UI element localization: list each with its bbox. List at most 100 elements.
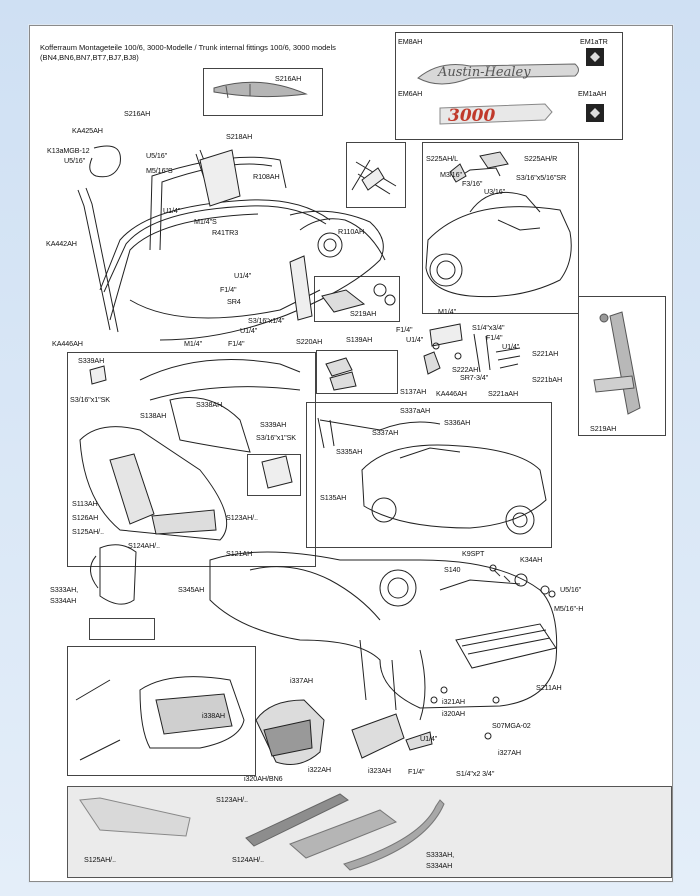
- label-f14-d: F1/4": [486, 333, 503, 342]
- label-s135ah: S135AH: [320, 493, 347, 502]
- s335ah-car-box: [306, 402, 552, 548]
- label-m516h: M5/16"-H: [554, 604, 584, 613]
- label-s345ah: S345AH: [178, 585, 205, 594]
- label-s211ah: S211AH: [536, 683, 562, 692]
- label-em1aah: EM1aAH: [578, 89, 607, 98]
- label-s335ah: S335AH: [336, 447, 363, 456]
- label-i337ah: i337AH: [290, 676, 313, 685]
- label-s216ah: S216AH: [124, 109, 151, 118]
- label-ka446ah-right: KA446AH: [436, 389, 467, 398]
- label-s221bah: S221bAH: [532, 375, 563, 384]
- top-right-car: [425, 151, 572, 298]
- label-i338ah: i338AH: [202, 711, 225, 720]
- label-s07mga02: S07MGA-02: [492, 721, 531, 730]
- label-i320ah: i320AH: [442, 709, 465, 718]
- label-i323ah: i323AH: [368, 766, 391, 775]
- austin-healey-script: Austin-Healey: [437, 65, 531, 80]
- label-s140: S140: [444, 565, 461, 574]
- label-f14-c: F1/4": [396, 325, 413, 334]
- s125ah-photo: [79, 797, 191, 837]
- s335ah-car: [317, 417, 547, 535]
- label-r41tr3: R41TR3: [212, 228, 239, 237]
- label-s124ah-b: S124AH/..: [232, 855, 264, 864]
- label-s113ah: S113AH: [72, 499, 98, 508]
- label-s219ah-b: S219AH: [590, 424, 617, 433]
- label-s123ah-b: S123AH/..: [216, 795, 248, 804]
- label-u14-d: U1/4": [406, 335, 424, 344]
- label-s216ah-top: S216AH: [275, 74, 302, 83]
- label-u14-b: U1/4": [234, 271, 252, 280]
- page-title: Kofferraum Montageteile 100/6, 3000-Mode…: [40, 43, 336, 63]
- label-i320ahbn6: i320AH/BN6: [244, 774, 283, 783]
- label-s121ah: S121AH: [226, 549, 253, 558]
- label-u516-a: U5/16": [64, 156, 86, 165]
- label-m316: M3/16": [440, 170, 462, 179]
- label-s316x516sr: S3/16"x5/16"SR: [516, 173, 567, 182]
- label-s221aah: S221aAH: [488, 389, 519, 398]
- label-s139ah: S139AH: [346, 335, 373, 344]
- label-f14-a: F1/4": [220, 285, 237, 294]
- label-r110ah: R110AH: [338, 227, 365, 236]
- label-ka446ah-left: KA446AH: [52, 339, 83, 348]
- label-s225ahr: S225AH/R: [524, 154, 558, 163]
- label-u316: U3/16": [484, 187, 506, 196]
- s333ah-detail-box: [89, 618, 155, 640]
- label-s337ah: S337AH: [372, 428, 399, 437]
- label-u14-a: U1/4": [163, 206, 181, 215]
- label-s123ah-a: S123AH/..: [226, 513, 258, 522]
- label-k13amgb12: K13aMGB-12: [47, 146, 90, 155]
- ka425ah-cable: [89, 145, 121, 178]
- s124ah-photo: [289, 809, 398, 859]
- trunk-trim-panels: [255, 696, 492, 765]
- s218ah-part: [199, 149, 241, 207]
- s333ah-photo: [343, 799, 445, 871]
- label-m516s: M5/16"S: [146, 166, 173, 175]
- side-curtain-drawing: [79, 357, 357, 605]
- label-s222ah: S222AH: [452, 365, 479, 374]
- label-u14-e: U1/4": [502, 342, 520, 351]
- label-u516-b: U5/16": [146, 151, 168, 160]
- label-u14-c: U1/4": [240, 326, 258, 335]
- s216ah-handle-photo: [213, 81, 308, 99]
- label-s225ahl: S225AH/L: [426, 154, 458, 163]
- model-3000-script: 3000: [448, 106, 495, 126]
- label-s14x34: S1/4"x3/4": [472, 323, 505, 332]
- label-f14-b: F1/4": [228, 339, 245, 348]
- hinge-detail-box: [346, 142, 406, 208]
- em1atr-emblem: [586, 48, 604, 66]
- label-ka425ah: KA425AH: [72, 126, 103, 135]
- label-s333ah-a: S333AH,: [50, 585, 79, 594]
- label-s339ah-a: S339AH: [78, 356, 105, 365]
- label-s316x1sk-a: S3/16"x1"SK: [70, 395, 110, 404]
- label-s14x234: S1/4"x2 3/4": [456, 769, 495, 778]
- s135ah-detail-box: [247, 454, 301, 496]
- label-k9spt: K9SPT: [462, 549, 485, 558]
- label-f316: F3/16": [462, 179, 483, 188]
- label-s220ah: S220AH: [296, 337, 323, 346]
- label-s137ah: S137AH: [400, 387, 427, 396]
- label-s219ah-a: S219AH: [350, 309, 377, 318]
- austin-healey-badge: Austin-Healey: [417, 63, 579, 85]
- side-curtain-box: [67, 352, 316, 567]
- label-em1atr: EM1aTR: [580, 37, 608, 46]
- label-i322ah: i322AH: [308, 765, 331, 774]
- label-s218ah: S218AH: [226, 132, 253, 141]
- model-3000-badge: 3000: [439, 103, 553, 126]
- parts-sheet: [29, 25, 673, 882]
- title-line-2: (BN4,BN6,BN7,BT7,BJ7,BJ8): [40, 53, 139, 62]
- s219ah-detail-box: [314, 276, 400, 322]
- em1aah-emblem: [586, 104, 604, 122]
- label-s138ah: S138AH: [140, 411, 167, 420]
- badge-panel: [395, 32, 623, 140]
- trunk-interior-drawing: [75, 676, 245, 761]
- label-s124ah-a: S124AH/..: [128, 541, 160, 550]
- label-s125ah-b: S125AH/..: [84, 855, 116, 864]
- label-s338ah: S338AH: [196, 400, 223, 409]
- label-s316x1sk-b: S3/16"x1"SK: [256, 433, 296, 442]
- s219ah-photo-box: [578, 296, 666, 436]
- label-s334ah-b: S334AH: [426, 861, 453, 870]
- label-s333ah-b: S333AH,: [426, 850, 455, 859]
- label-s316x14: S3/16"x1/4": [248, 316, 285, 325]
